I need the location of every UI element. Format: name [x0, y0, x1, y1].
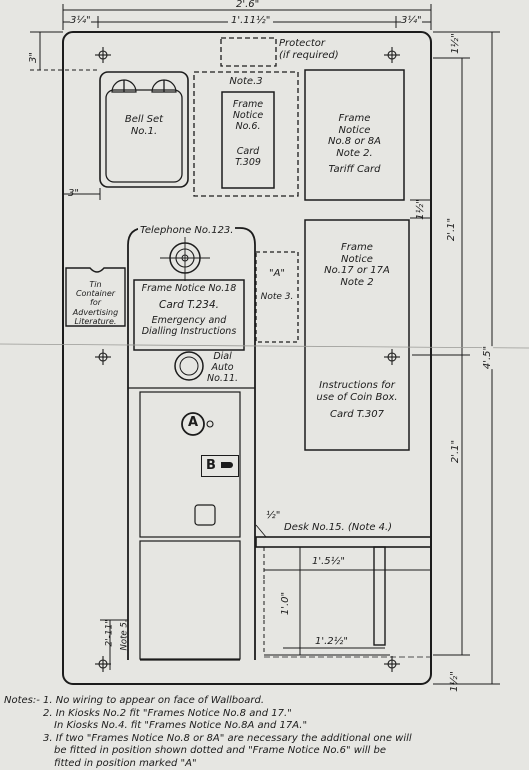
instr-l2: use of Coin Box. — [305, 392, 409, 404]
tariff-card: Tariff Card — [305, 164, 404, 176]
frame17-l3: No.17 or 17A — [305, 265, 409, 277]
button-a-label: A — [182, 416, 204, 431]
dim-left-margin: 3¼" — [70, 15, 91, 26]
dim-top-right: 1½" — [450, 33, 461, 54]
button-b-arrow-icon — [221, 462, 233, 468]
dim-total-height: 4'.5" — [482, 346, 493, 369]
frame17-l1: Frame — [305, 242, 409, 254]
dim-right-margin: 3¼" — [401, 15, 422, 26]
frame6-label: Frame Notice No.6. Card T.309 — [222, 100, 274, 169]
notes-heading: Notes:- — [4, 695, 40, 706]
note-3a: 3. If two "Frames Notice No.8 or 8A" are… — [43, 733, 412, 746]
card234: Card T.234. — [134, 299, 244, 311]
telephone-label: Telephone No.123. — [138, 225, 235, 237]
protector-sub: (if required) — [279, 50, 339, 62]
instructions-label: Instructions for use of Coin Box. Card T… — [305, 380, 409, 421]
note-2b: In Kiosks No.4. fit "Frames Notice No.8A… — [54, 720, 307, 733]
note5-label: Note 5. — [119, 620, 129, 651]
position-a-label: "A" Note 3. — [256, 268, 298, 302]
frame8-l1: Frame — [305, 113, 404, 125]
dim-desk-width: 1'.5½" — [312, 556, 345, 567]
dim-desk-offset: ½" — [266, 510, 280, 521]
bellset-l1: Bell Set — [106, 114, 182, 126]
protector-text: Protector — [279, 38, 339, 50]
dim-side-left: 3" — [68, 188, 79, 199]
dim-lower-height: 2'.1" — [450, 440, 461, 463]
protector-box — [221, 38, 276, 66]
frame8-l2: Notice — [305, 125, 404, 137]
dim-desk-height: 1'.0" — [280, 592, 291, 615]
dim-center-width: 1'.11½" — [228, 15, 273, 26]
instr-l1: Instructions for — [305, 380, 409, 392]
dim-upper-height: 2'.1" — [446, 218, 457, 241]
dim-overall-width: 2'.6" — [236, 0, 259, 10]
tin-l1: Tin — [66, 280, 125, 289]
button-b-label: B — [206, 456, 216, 476]
dial-l3: No.11. — [207, 374, 238, 385]
note3-top-label: Note.3 — [196, 76, 296, 88]
dim-top-left: 3" — [28, 52, 39, 63]
frame18-title: Frame Notice No.18 — [134, 284, 244, 295]
frame6-cardno: T.309 — [222, 158, 274, 169]
frame17-l2: Notice — [305, 254, 409, 266]
dim-telephone-bottom: 2'-11" — [105, 619, 115, 646]
dim-mid-gap: 1½" — [415, 199, 426, 220]
tin-l5: Literature. — [66, 317, 125, 326]
card307: Card T.307 — [305, 409, 409, 421]
notes-section: Notes:-1. No wiring to appear on face of… — [4, 695, 40, 770]
frame8-l4: Note 2. — [305, 148, 404, 160]
note-1: 1. No wiring to appear on face of Wallbo… — [43, 695, 264, 708]
frame18-label: Frame Notice No.18 Card T.234. Emergency… — [134, 284, 244, 338]
emerg-l2: Dialling Instructions — [134, 327, 244, 338]
tin-l3: for — [66, 298, 125, 307]
a-mark: "A" — [256, 268, 298, 280]
dim-desk-inner: 1'.2½" — [315, 636, 348, 647]
note3-mid: Note 3. — [256, 292, 298, 302]
dial — [175, 352, 203, 380]
tin-label: Tin Container for Advertising Literature… — [66, 280, 125, 326]
desk — [256, 537, 431, 547]
tin-l4: Advertising — [66, 308, 125, 317]
frame17-label: Frame Notice No.17 or 17A Note 2 — [305, 242, 409, 288]
desk-label: Desk No.15. (Note 4.) — [284, 522, 392, 534]
frame6-l3: No.6. — [222, 122, 274, 133]
note-3b: be fitted in position shown dotted and "… — [54, 745, 386, 758]
protector-label: Protector (if required) — [279, 38, 339, 61]
bellset-label: Bell Set No.1. — [106, 114, 182, 137]
button-b: B — [201, 455, 239, 477]
frame17-l4: Note 2 — [305, 277, 409, 289]
dim-bottom-right: 1½" — [449, 671, 460, 692]
dial-label: Dial Auto No.11. — [207, 352, 238, 385]
frame8-l3: No.8 or 8A — [305, 136, 404, 148]
bellset-l2: No.1. — [106, 126, 182, 138]
frame8-label: Frame Notice No.8 or 8A Note 2. Tariff C… — [305, 113, 404, 176]
tin-l2: Container — [66, 289, 125, 298]
note-2a: 2. In Kiosks No.2 fit "Frames Notice No.… — [43, 708, 292, 721]
